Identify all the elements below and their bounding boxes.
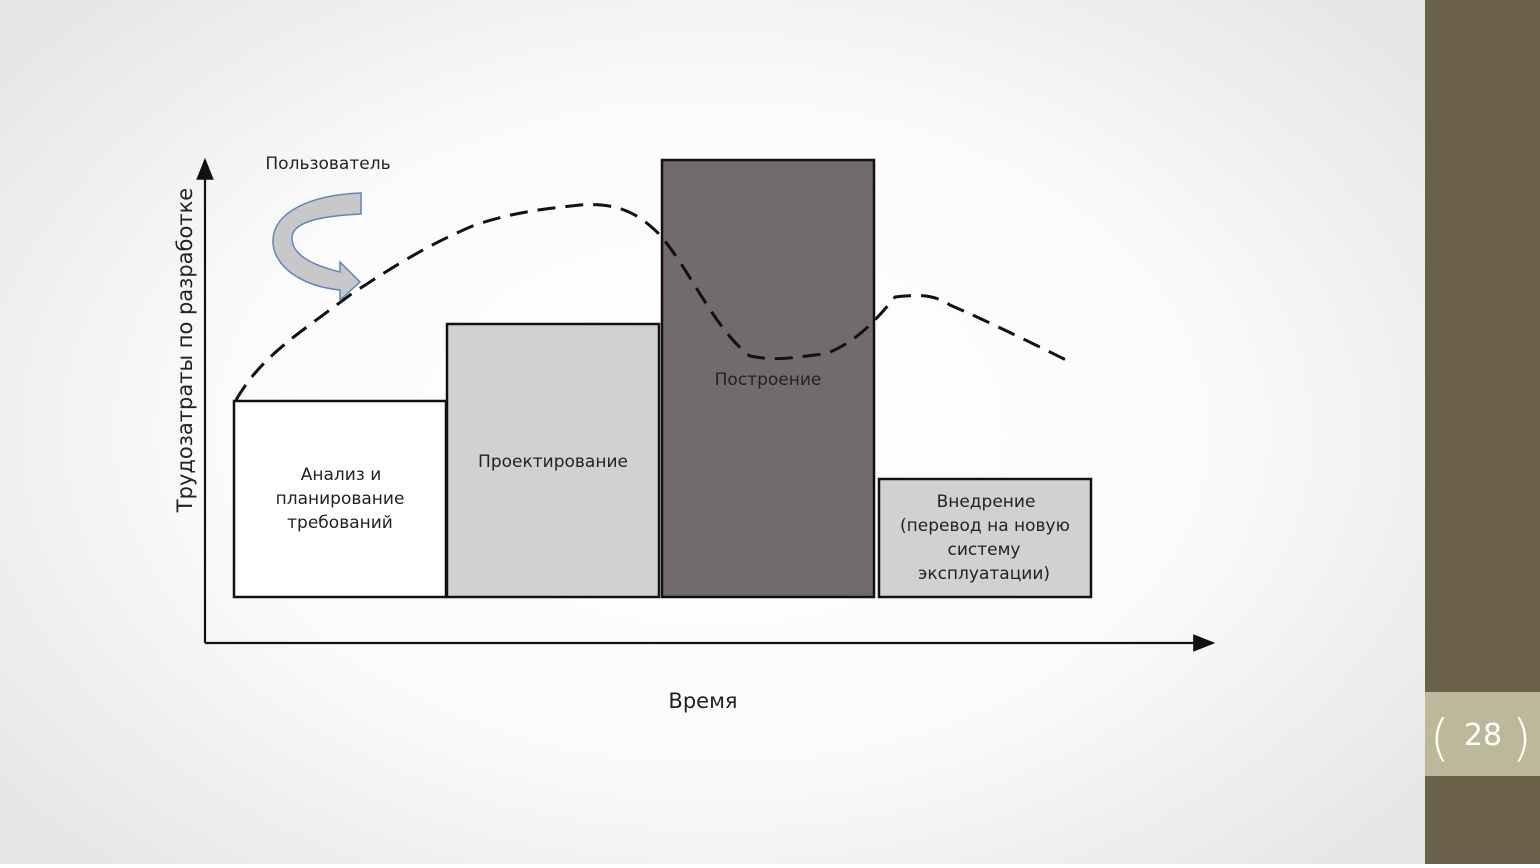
phase-label-line: систему [948,540,1021,560]
phase-rect [232,399,448,599]
phase-bar-deployment: Внедрение (перевод на новую систему эксп… [877,477,1093,599]
phase-label-line: Анализ и [301,465,382,485]
phase-bar-design: Проектирование [445,322,661,599]
x-axis-label: Время [668,689,737,713]
right-brace-icon: ) [1512,709,1532,767]
phase-rect [877,477,1093,599]
phase-label-line: требований [287,513,393,533]
phase-label-line: (перевод на новую [900,516,1070,536]
phase-bar-analysis: Анализ и планирование требований [232,399,448,599]
effort-diagram: Трудозатраты по разработке Время Анализ … [173,154,1216,713]
phase-rect [445,322,661,599]
phase-label-line: Построение [715,370,822,390]
left-brace-icon: ( [1430,709,1450,767]
user-label: Пользователь [265,154,390,174]
phase-label-line: планирование [276,489,405,509]
page-number-box [1425,692,1540,776]
phase-label-line: Внедрение [937,492,1036,512]
phase-label-line: эксплуатации) [918,564,1050,584]
effort-curve [234,203,1073,401]
phase-bar-construction: Построение [660,158,876,599]
phase-label-line: Проектирование [478,452,628,472]
page-number: 28 [1463,718,1503,753]
y-axis-label: Трудозатраты по разработке [173,188,197,513]
user-feedback-arrow-icon [272,192,362,302]
phase-rect [660,158,876,599]
slide: Трудозатраты по разработке Время Анализ … [0,0,1425,864]
